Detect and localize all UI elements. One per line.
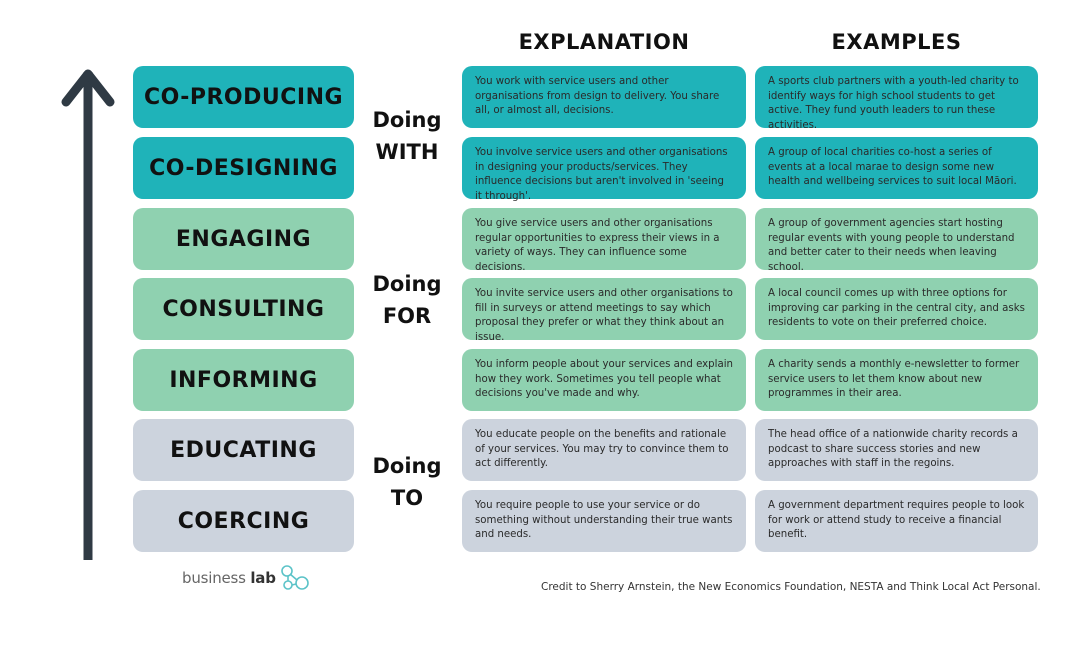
example-coercing: A government department requires people … xyxy=(755,490,1038,552)
explanation-header: EXPLANATION xyxy=(518,30,690,54)
credit-note: Credit to Sherry Arnstein, the New Econo… xyxy=(541,581,1041,593)
example-engaging: A group of government agencies start hos… xyxy=(755,208,1038,273)
business-lab-logo: business lab xyxy=(182,563,312,593)
level-informing: INFORMING xyxy=(133,349,354,411)
explanation-consulting: You invite service users and other organ… xyxy=(462,278,746,343)
group-doing-with: Doing WITH xyxy=(360,104,454,168)
explanation-engaging: You give service users and other organis… xyxy=(462,208,746,273)
group-doing-for: Doing FOR xyxy=(360,268,454,332)
group-label-line2: FOR xyxy=(382,304,432,328)
level-co-designing: CO-DESIGNING xyxy=(133,137,354,199)
group-label-line2: TO xyxy=(390,486,424,510)
example-educating: The head office of a nationwide charity … xyxy=(755,419,1038,481)
group-doing-to: Doing TO xyxy=(360,450,454,514)
example-co-producing: A sports club partners with a youth-led … xyxy=(755,66,1038,131)
explanation-co-producing: You work with service users and other or… xyxy=(462,66,746,128)
example-co-designing: A group of local charities co-host a ser… xyxy=(755,137,1038,199)
example-consulting: A local council comes up with three opti… xyxy=(755,278,1038,340)
examples-header: EXAMPLES xyxy=(831,30,962,54)
group-label-line2: WITH xyxy=(375,140,439,164)
explanation-co-designing: You involve service users and other orga… xyxy=(462,137,746,202)
explanation-educating: You educate people on the benefits and r… xyxy=(462,419,746,481)
group-label-line1: Doing xyxy=(372,272,442,296)
molecule-icon xyxy=(280,565,309,590)
logo-text: business lab xyxy=(182,569,276,587)
explanation-coercing: You require people to use your service o… xyxy=(462,490,746,552)
group-label-line1: Doing xyxy=(372,108,442,132)
level-coercing: COERCING xyxy=(133,490,354,552)
level-co-producing: CO-PRODUCING xyxy=(133,66,354,128)
up-arrow-icon xyxy=(61,69,115,560)
example-informing: A charity sends a monthly e-newsletter t… xyxy=(755,349,1038,411)
explanation-informing: You inform people about your services an… xyxy=(462,349,746,411)
level-educating: EDUCATING xyxy=(133,419,354,481)
level-engaging: ENGAGING xyxy=(133,208,354,270)
group-label-line1: Doing xyxy=(372,454,442,478)
level-consulting: CONSULTING xyxy=(133,278,354,340)
